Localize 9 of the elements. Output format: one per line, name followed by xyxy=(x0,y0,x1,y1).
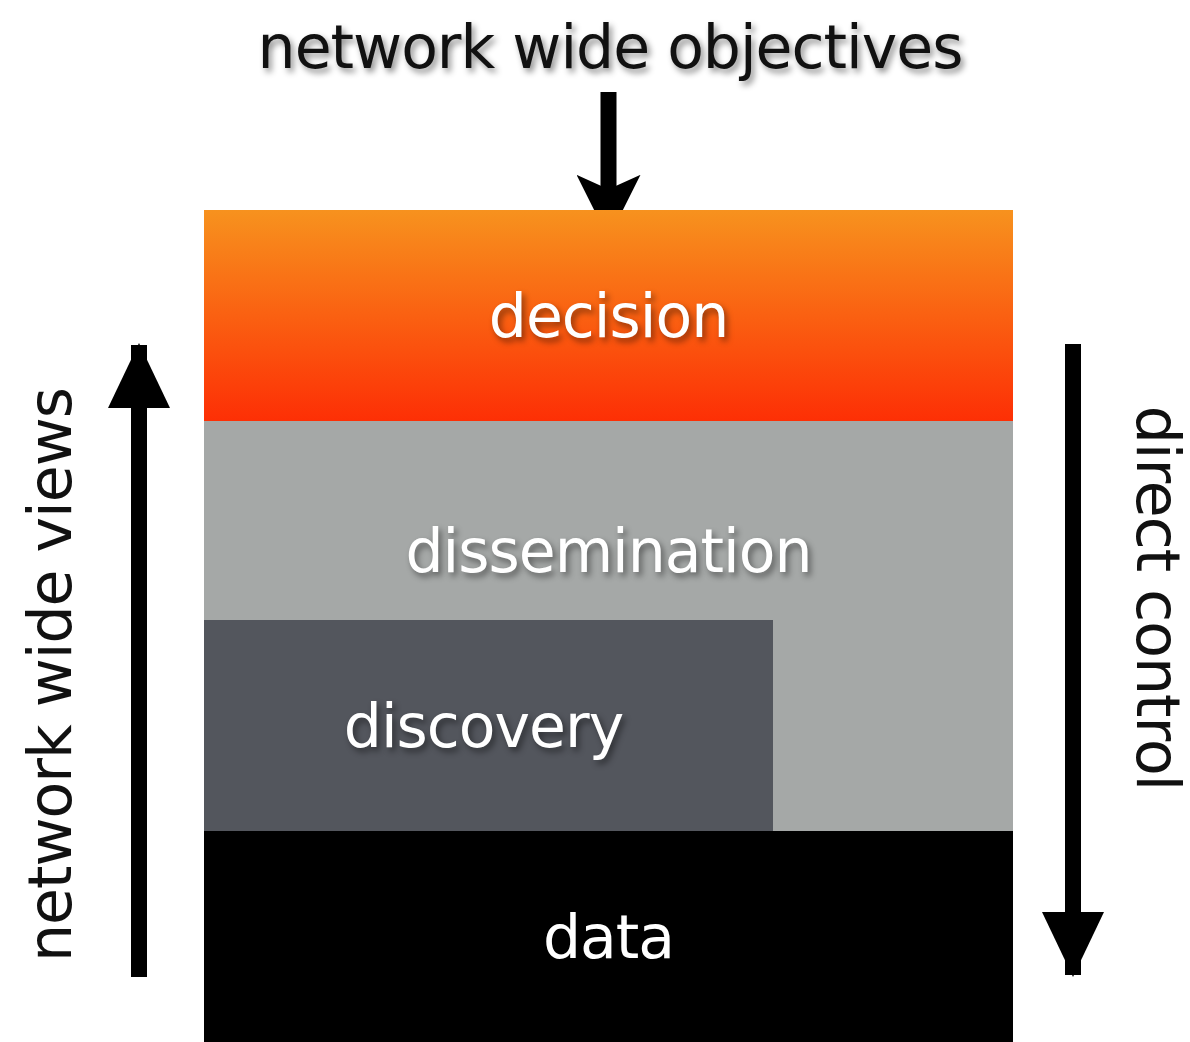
axis-label: network wide views xyxy=(20,388,80,962)
discovery-layer xyxy=(204,620,773,831)
data-layer xyxy=(204,831,1013,1042)
dissemination-layer xyxy=(204,421,1013,831)
layer-label: dissemination xyxy=(405,521,812,581)
layer-label: data xyxy=(542,906,675,967)
layer-label: decision xyxy=(488,285,729,346)
axis-label: direct control xyxy=(1128,405,1188,791)
decision-layer xyxy=(204,210,1013,421)
